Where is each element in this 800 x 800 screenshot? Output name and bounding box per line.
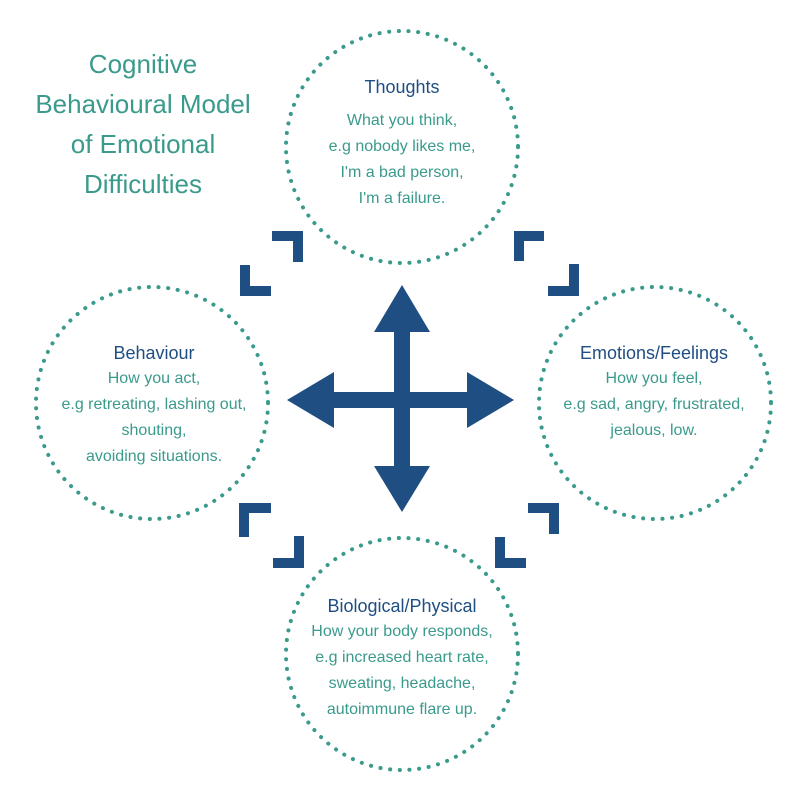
biological-node: Biological/Physical How your body respon… [282, 593, 522, 723]
behaviour-title: Behaviour [113, 343, 195, 363]
biological-line: How your body responds, [311, 623, 493, 640]
thoughts-line: e.g nobody likes me, [328, 138, 476, 155]
corner-bracket [239, 503, 271, 537]
corner-bracket [272, 231, 303, 262]
biological-title: Biological/Physical [327, 596, 477, 616]
biological-line: sweating, headache, [328, 675, 476, 692]
thoughts-line: I'm a failure. [358, 190, 446, 207]
corner-bracket [528, 503, 559, 534]
thoughts-line: What you think, [346, 112, 458, 129]
emotions-line: How you feel, [605, 370, 703, 387]
emotions-line: e.g sad, angry, frustrated, [563, 396, 745, 413]
biological-line: autoimmune flare up. [326, 701, 478, 718]
thoughts-circle [284, 29, 520, 265]
corner-bracket [495, 537, 526, 568]
arrow-head-up [374, 285, 430, 332]
page-title: Cognitive Behavioural Model of Emotional… [18, 44, 268, 204]
emotions-circle [537, 285, 773, 521]
behaviour-line: avoiding situations. [85, 448, 223, 465]
arrow-head-down [374, 466, 430, 512]
behaviour-line: How you act, [107, 370, 201, 387]
biological-line: e.g increased heart rate, [315, 649, 489, 666]
corner-bracket [514, 231, 544, 261]
biological-circle [284, 536, 520, 772]
behaviour-node: Behaviour How you act, e.g retreating, l… [34, 340, 274, 470]
behaviour-circle [34, 285, 270, 521]
emotions-node: Emotions/Feelings How you feel, e.g sad,… [534, 340, 774, 444]
title-line: of Emotional [70, 129, 216, 159]
thoughts-node: Thoughts What you think, e.g nobody like… [302, 74, 502, 212]
behaviour-line: e.g retreating, lashing out, [61, 396, 247, 413]
emotions-title: Emotions/Feelings [579, 343, 729, 363]
corner-bracket [548, 264, 579, 296]
arrow-head-left [287, 372, 334, 428]
corner-bracket [240, 265, 271, 296]
title-line: Behavioural Model [35, 89, 251, 119]
thoughts-line: I'm a bad person, [340, 164, 464, 181]
corner-bracket [273, 536, 304, 568]
title-line: Difficulties [83, 169, 202, 199]
thoughts-title: Thoughts [364, 77, 440, 97]
emotions-line: jealous, low. [610, 422, 698, 439]
behaviour-line: shouting, [121, 422, 187, 439]
title-line: Cognitive [88, 49, 198, 79]
arrow-shaft-horizontal [320, 392, 480, 408]
arrow-head-right [467, 372, 514, 428]
